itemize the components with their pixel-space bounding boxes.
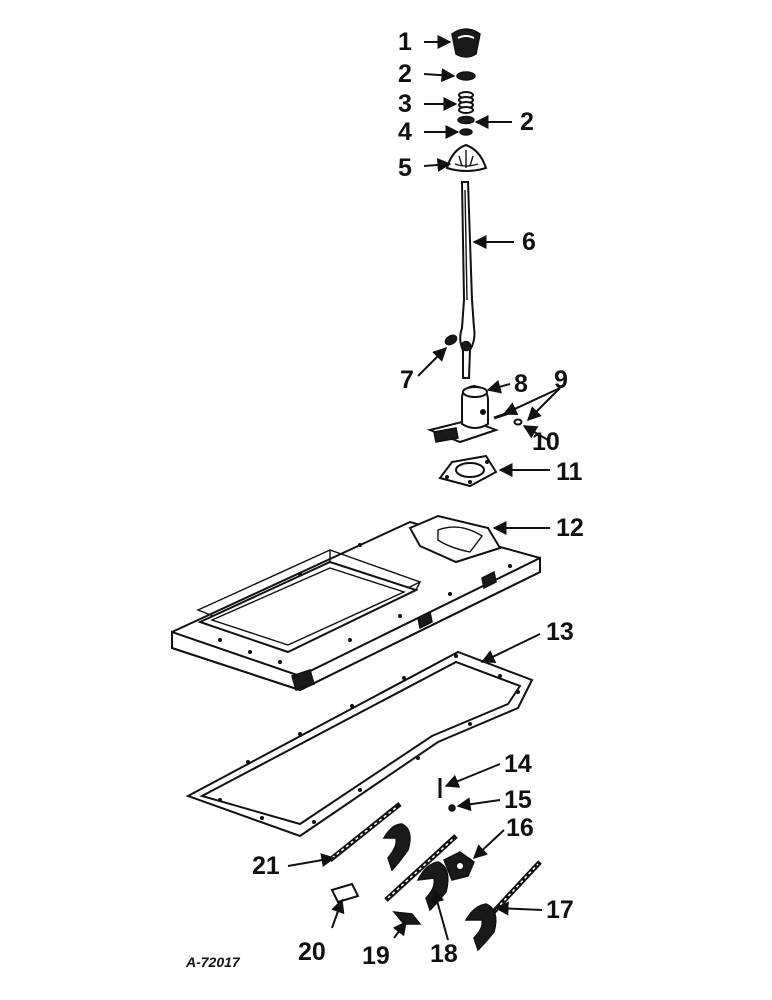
callout-12: 12 — [556, 514, 584, 542]
part-cover-gasket — [185, 650, 534, 838]
callout-3: 3 — [398, 90, 412, 118]
part-shift-lever — [459, 181, 476, 379]
callout-2-left: 2 — [398, 60, 412, 88]
part-interlock-ball — [448, 804, 456, 812]
callout-14: 14 — [504, 750, 532, 778]
callout-labels: 1 2 3 2 4 5 6 7 8 9 10 11 12 13 14 15 16… — [252, 28, 584, 970]
part-pivot-pin — [444, 334, 458, 346]
callout-21: 21 — [252, 852, 280, 880]
callout-10: 10 — [532, 428, 560, 456]
part-shifter-rail-left — [328, 802, 411, 872]
callout-1: 1 — [398, 28, 412, 56]
callout-13: 13 — [546, 618, 574, 646]
callout-15: 15 — [504, 786, 532, 814]
callout-7: 7 — [400, 366, 414, 394]
part-lock-plate — [443, 851, 475, 881]
callout-2-right: 2 — [520, 108, 534, 136]
callout-11: 11 — [556, 458, 583, 486]
part-washer-upper — [456, 71, 476, 81]
part-retainer-plate — [330, 882, 360, 904]
part-washer-lower — [457, 115, 475, 125]
part-transmission-cover — [171, 514, 541, 692]
part-shift-knob — [451, 28, 481, 58]
callout-5: 5 — [398, 154, 412, 182]
callout-19: 19 — [362, 942, 390, 970]
callout-17: 17 — [546, 896, 574, 924]
callout-16: 16 — [506, 814, 534, 842]
part-lever-housing — [426, 384, 499, 444]
callout-8: 8 — [514, 370, 528, 398]
callout-20: 20 — [298, 938, 326, 966]
callout-6: 6 — [522, 228, 536, 256]
callout-4: 4 — [398, 118, 412, 146]
part-housing-gasket — [438, 454, 498, 488]
leader-lines — [287, 35, 561, 941]
part-dust-cap — [445, 143, 488, 172]
part-shifter-rail-right — [464, 860, 542, 952]
part-detent-spring — [392, 911, 422, 925]
part-retainer-ring — [459, 128, 473, 136]
reference-code: A-72017 — [185, 954, 241, 970]
callout-9: 9 — [554, 366, 568, 394]
part-pin-and-ring — [493, 410, 523, 426]
callout-18: 18 — [430, 940, 458, 968]
part-spring — [458, 91, 474, 114]
